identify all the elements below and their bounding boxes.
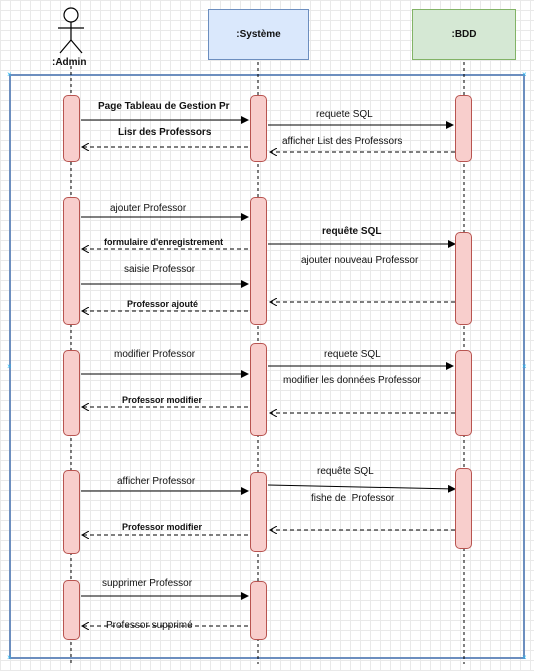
message-label-m7: formulaire d'enregistrement	[104, 237, 224, 247]
message-label-m14: Professor modifier	[122, 395, 203, 405]
message-label-m18: Professor modifier	[122, 522, 203, 532]
message-label-m4: afficher List des Professors	[282, 136, 403, 147]
admin-activation-2[interactable]	[63, 197, 80, 325]
message-label-m12: requete SQL	[324, 349, 381, 360]
message-label-m2: requete SQL	[316, 109, 373, 120]
systeme-label: :Système	[236, 29, 281, 40]
bdd-activation-4[interactable]	[455, 468, 472, 549]
message-label-m9: saisie Professor	[124, 264, 196, 275]
message-label-m19: supprimer Professor	[102, 578, 193, 589]
message-label-m13: modifier les données Professor	[283, 375, 421, 386]
bdd-activation-3[interactable]	[455, 350, 472, 436]
message-label-m20: Professor supprimé	[106, 620, 193, 631]
admin-activation-5[interactable]	[63, 580, 80, 640]
admin-activation-4[interactable]	[63, 470, 80, 554]
message-label-m8: ajouter nouveau Professor	[301, 255, 419, 266]
arrow-m16	[267, 484, 456, 493]
bdd-activation-2[interactable]	[455, 232, 472, 325]
frame-handle-tl[interactable]: ×	[7, 70, 12, 79]
systeme-activation-5[interactable]	[250, 581, 267, 640]
frame-handle-tr[interactable]: ×	[522, 70, 527, 79]
message-label-m10: Professor ajouté	[127, 299, 199, 309]
systeme-activation-1[interactable]	[250, 95, 267, 162]
message-label-m3: Lisr des Professors	[118, 127, 212, 138]
message-label-m6: requête SQL	[322, 226, 382, 237]
systeme-activation-2[interactable]	[250, 197, 267, 325]
message-label-m11: modifier Professor	[114, 349, 196, 360]
bdd-participant[interactable]: :BDD	[412, 9, 516, 60]
admin-activation-3[interactable]	[63, 350, 80, 436]
frame-handle-bl[interactable]: ×	[7, 653, 12, 662]
frame-handle-mr[interactable]: ×	[522, 362, 527, 371]
systeme-participant[interactable]: :Système	[208, 9, 309, 60]
bdd-activation-1[interactable]	[455, 95, 472, 162]
frame-handle-br[interactable]: ×	[522, 653, 527, 662]
message-label-m17: fishe de Professor	[311, 493, 395, 504]
admin-activation-1[interactable]	[63, 95, 80, 162]
systeme-activation-4[interactable]	[250, 472, 267, 552]
bdd-label: :BDD	[451, 29, 477, 40]
message-label-m16: requête SQL	[317, 466, 374, 477]
frame-handle-ml[interactable]: ×	[7, 362, 12, 371]
systeme-activation-3[interactable]	[250, 343, 267, 436]
admin-label: :Admin	[52, 57, 87, 68]
sequence-frame	[9, 74, 525, 659]
message-label-m5: ajouter Professor	[110, 203, 187, 214]
admin-actor-icon	[58, 7, 84, 54]
message-label-m15: afficher Professor	[117, 476, 196, 487]
message-label-m1: Page Tableau de Gestion Pr	[98, 101, 230, 112]
